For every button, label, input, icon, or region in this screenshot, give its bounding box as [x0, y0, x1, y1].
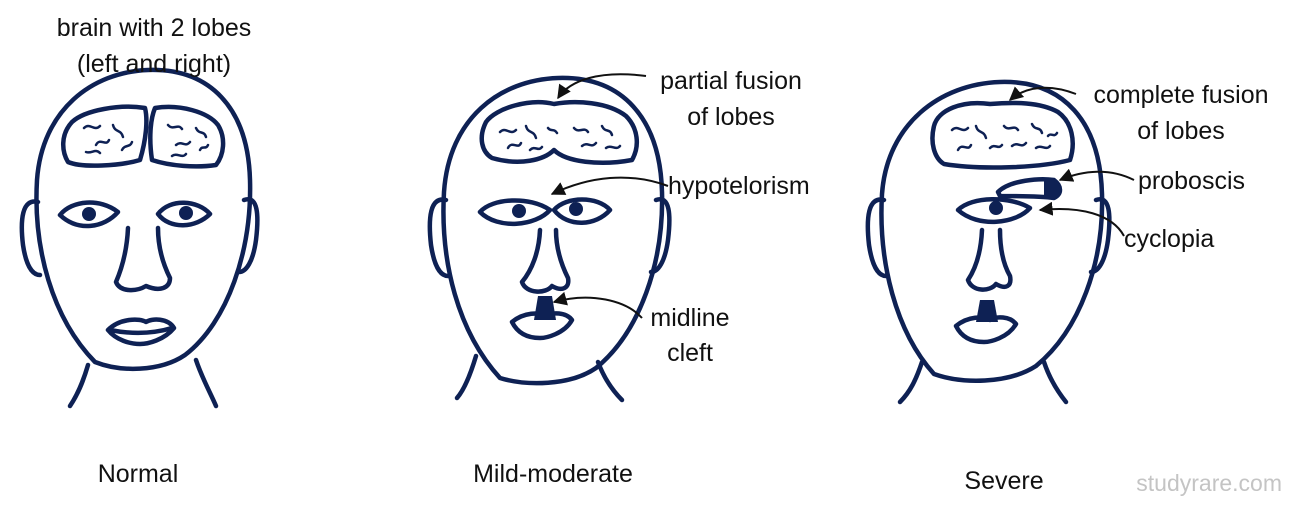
mild-gyri: [498, 124, 622, 152]
normal-neck-right: [193, 357, 219, 409]
arrow-partial-fusion: [557, 73, 647, 100]
label-partial-fusion-line1: partial fusion: [660, 67, 802, 95]
severe-pupil: [989, 201, 1003, 215]
severe-neck-left: [897, 359, 925, 405]
label-proboscis: proboscis: [1138, 167, 1245, 195]
mild-nose: [519, 227, 571, 294]
normal-left-eye: [57, 200, 121, 229]
severe-face: [865, 79, 1112, 405]
caption-severe: Severe: [964, 467, 1043, 495]
annotation-arrows: [550, 73, 1135, 319]
normal-right-pupil: [179, 206, 193, 220]
mild-neck-right: [595, 359, 625, 403]
normal-left-lobe: [61, 104, 149, 168]
label-midline-cleft-line2: cleft: [667, 339, 713, 367]
normal-nose: [113, 225, 173, 293]
severe-midline-cleft: [976, 300, 998, 322]
arrow-cyclopia: [1038, 201, 1125, 237]
label-partial-fusion-line2: of lobes: [687, 103, 775, 131]
mild-face: [427, 75, 672, 403]
mild-left-pupil: [512, 204, 526, 218]
severe-proboscis-tip: [1044, 177, 1061, 199]
normal-left-pupil: [82, 207, 96, 221]
label-cyclopia: cyclopia: [1124, 225, 1214, 253]
severe-fused-brain: [930, 100, 1075, 170]
label-midline-cleft-line1: midline: [650, 304, 729, 332]
label-complete-fusion-line1: complete fusion: [1093, 81, 1268, 109]
mild-right-pupil: [569, 202, 583, 216]
severe-gyri: [950, 122, 1059, 152]
normal-right-eye: [155, 200, 213, 228]
normal-mouth: [105, 317, 177, 347]
mild-right-ear: [648, 197, 672, 275]
caption-normal: Normal: [98, 460, 179, 488]
mild-right-eye: [551, 197, 613, 225]
normal-face: [19, 67, 260, 409]
normal-left-ear: [19, 199, 43, 278]
normal-right-ear: [236, 197, 260, 275]
mild-neck-left: [454, 353, 479, 401]
normal-neck-left: [67, 362, 91, 409]
severe-head-outline: [879, 79, 1105, 383]
severe-right-ear: [1088, 197, 1112, 275]
caption-mild-moderate: Mild-moderate: [473, 460, 633, 488]
label-brain-lobes-line2: (left and right): [77, 50, 231, 78]
mild-midline-cleft: [534, 296, 556, 320]
arrow-complete-fusion: [1008, 86, 1077, 101]
mild-left-eye: [477, 198, 553, 226]
label-brain-lobes-line1: brain with 2 lobes: [57, 14, 252, 42]
normal-head-outline: [34, 67, 253, 372]
mild-left-ear: [427, 197, 451, 279]
severe-neck-right: [1041, 359, 1069, 405]
label-hypotelorism: hypotelorism: [668, 172, 810, 200]
severe-nose: [965, 227, 1013, 292]
arrow-hypotelorism: [550, 176, 669, 195]
watermark: studyrare.com: [1136, 470, 1282, 496]
severe-left-ear: [865, 197, 889, 279]
mild-fused-brain: [479, 99, 640, 166]
severe-cyclopic-eye: [955, 197, 1033, 224]
normal-right-lobe: [148, 104, 226, 169]
arrow-midline-cleft: [552, 291, 643, 319]
label-complete-fusion-line2: of lobes: [1137, 117, 1225, 145]
normal-gyri: [82, 123, 210, 158]
mild-head-outline: [441, 75, 665, 386]
arrow-proboscis: [1058, 168, 1135, 182]
